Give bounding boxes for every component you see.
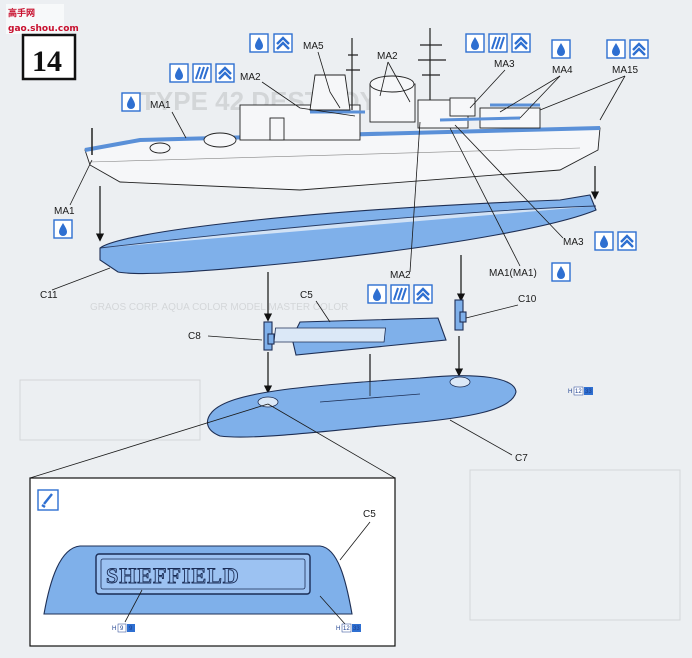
icons-ma4: [551, 39, 571, 59]
up-arrow-icon: [214, 62, 236, 84]
label-ma2-left: MA2: [240, 72, 261, 83]
label-ma5: MA5: [303, 41, 324, 52]
detail-box: SHEFFIELD C5 H 9 9 H 12 33: [29, 477, 396, 647]
label-ma1-left: MA1: [54, 206, 75, 217]
paint-drop-icon: [606, 39, 626, 59]
svg-text:12: 12: [343, 626, 350, 632]
label-c7: C7: [515, 453, 528, 464]
paint-drop-icon: [551, 39, 571, 59]
watermark-logo: 高手网 gao.shou.com: [6, 4, 79, 34]
paint-drop-icon: [594, 231, 614, 251]
paint-drop-icon: [367, 284, 387, 304]
paint-drop-icon: [169, 63, 189, 83]
paint-drop-icon: [465, 33, 485, 53]
label-c8: C8: [188, 331, 201, 342]
icons-ma1-ma1: [551, 262, 571, 282]
label-c5-detail: C5: [363, 509, 376, 520]
label-ma3-right: MA3: [563, 237, 584, 248]
up-arrow-icon: [272, 32, 294, 54]
icons-ma5: [249, 32, 294, 54]
icons-ma1-top: [121, 92, 141, 112]
svg-text:9: 9: [120, 626, 124, 632]
stripes-icon: [488, 33, 508, 53]
label-ma4: MA4: [552, 65, 573, 76]
label-c5: C5: [300, 290, 313, 301]
ref-plate-right: H 12 33: [336, 623, 361, 633]
icons-ma2-bottom: [367, 283, 434, 305]
ref-c7-b: 33: [585, 389, 592, 395]
icons-ma15: [606, 38, 650, 60]
stripes-icon: [390, 284, 410, 304]
label-c10: C10: [518, 294, 537, 305]
svg-text:9: 9: [129, 626, 133, 632]
icons-ma3-right: [594, 230, 638, 252]
nameplate-text: SHEFFIELD: [106, 563, 240, 588]
label-ma1-top: MA1: [150, 100, 171, 111]
label-ma1-ma1: MA1(MA1): [489, 268, 537, 279]
icons-ma1-left: [53, 219, 73, 239]
svg-text:H: H: [336, 626, 340, 632]
watermark-url: gao.shou.com: [8, 24, 79, 34]
part-c8: [263, 321, 275, 351]
icons-ma2-left: [169, 62, 236, 84]
step-number: 14: [32, 45, 62, 78]
part-c7: [206, 375, 517, 438]
label-ma2-bottom: MA2: [390, 270, 411, 281]
watermark-cn: 高手网: [8, 7, 35, 19]
step-number-box: 14: [21, 33, 77, 81]
ref-plate-left: H 9 9: [112, 623, 135, 633]
label-c11: C11: [40, 290, 58, 301]
paint-drop-icon: [249, 33, 269, 53]
ref-c7: H 12 33: [568, 386, 593, 396]
paint-drop-icon: [53, 219, 73, 239]
up-arrow-icon: [616, 230, 638, 252]
label-ma2-top: MA2: [377, 51, 398, 62]
part-c5: [273, 317, 447, 356]
svg-text:H: H: [112, 626, 116, 632]
svg-text:GRAOS CORP. AQUA COLOR MODEL: GRAOS CORP. AQUA COLOR MODEL MASTER COLO…: [90, 302, 348, 313]
part-c10: [454, 299, 467, 331]
up-arrow-icon: [510, 32, 532, 54]
stripes-icon: [192, 63, 212, 83]
up-arrow-icon: [412, 283, 434, 305]
ref-c7-h: H: [568, 389, 572, 395]
paint-drop-icon: [551, 262, 571, 282]
svg-text:33: 33: [353, 626, 360, 632]
icons-ma3-top: [465, 32, 532, 54]
hull-c11: [99, 194, 597, 275]
paint-drop-icon: [121, 92, 141, 112]
ref-c7-a: 12: [575, 389, 582, 395]
up-arrow-icon: [628, 38, 650, 60]
label-ma15: MA15: [612, 65, 639, 76]
label-ma3-top: MA3: [494, 59, 515, 70]
